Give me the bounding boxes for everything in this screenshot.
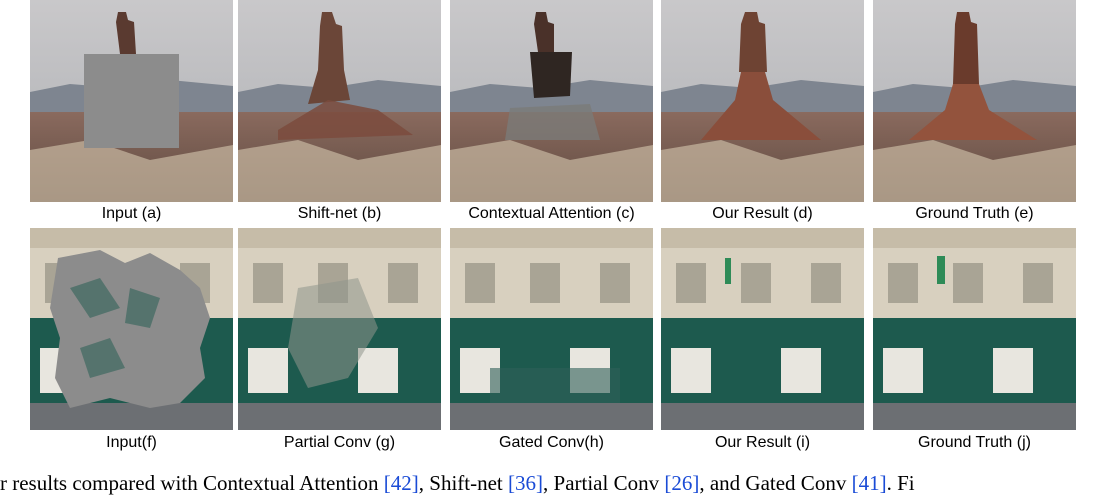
caption-input-a: Input (a) [101,205,162,222]
caption-our-result-i: Our Result (i) [714,434,811,451]
caption-fragment-3: , Partial Conv [543,471,665,495]
caption-our-result-d: Our Result (d) [712,205,813,222]
our-result-i-image [661,228,864,430]
ground-truth-e-image [873,0,1076,202]
caption-ground-truth-j: Ground Truth (j) [918,434,1031,451]
citation-link-42[interactable]: [42] [383,471,419,495]
caption-contextual-attention-c: Contextual Attention (c) [468,205,635,222]
caption-fragment-4: , and Gated Conv [699,471,852,495]
our-result-d-image [661,0,864,202]
citation-link-36[interactable]: [36] [508,471,544,495]
citation-link-41[interactable]: [41] [851,471,887,495]
caption-ground-truth-e: Ground Truth (e) [915,205,1034,222]
input-a-image [30,0,233,202]
partial-conv-g-image [238,228,441,430]
caption-shift-net-b: Shift-net (b) [297,205,382,222]
input-f-image [30,228,233,430]
contextual-attention-c-image [450,0,653,202]
citation-link-26[interactable]: [26] [664,471,700,495]
caption-fragment-2: , Shift-net [418,471,509,495]
caption-input-f: Input(f) [106,434,157,451]
ground-truth-j-image [873,228,1076,430]
caption-fragment-5: . Fi [886,471,915,495]
caption-partial-conv-g: Partial Conv (g) [283,434,396,451]
gated-conv-h-image [450,228,653,430]
shift-net-b-image [238,0,441,202]
figure-caption-text: r results compared with Contextual Atten… [0,470,1106,496]
caption-fragment-1: r results compared with Contextual Atten… [0,471,384,495]
caption-gated-conv-h: Gated Conv(h) [499,434,604,451]
